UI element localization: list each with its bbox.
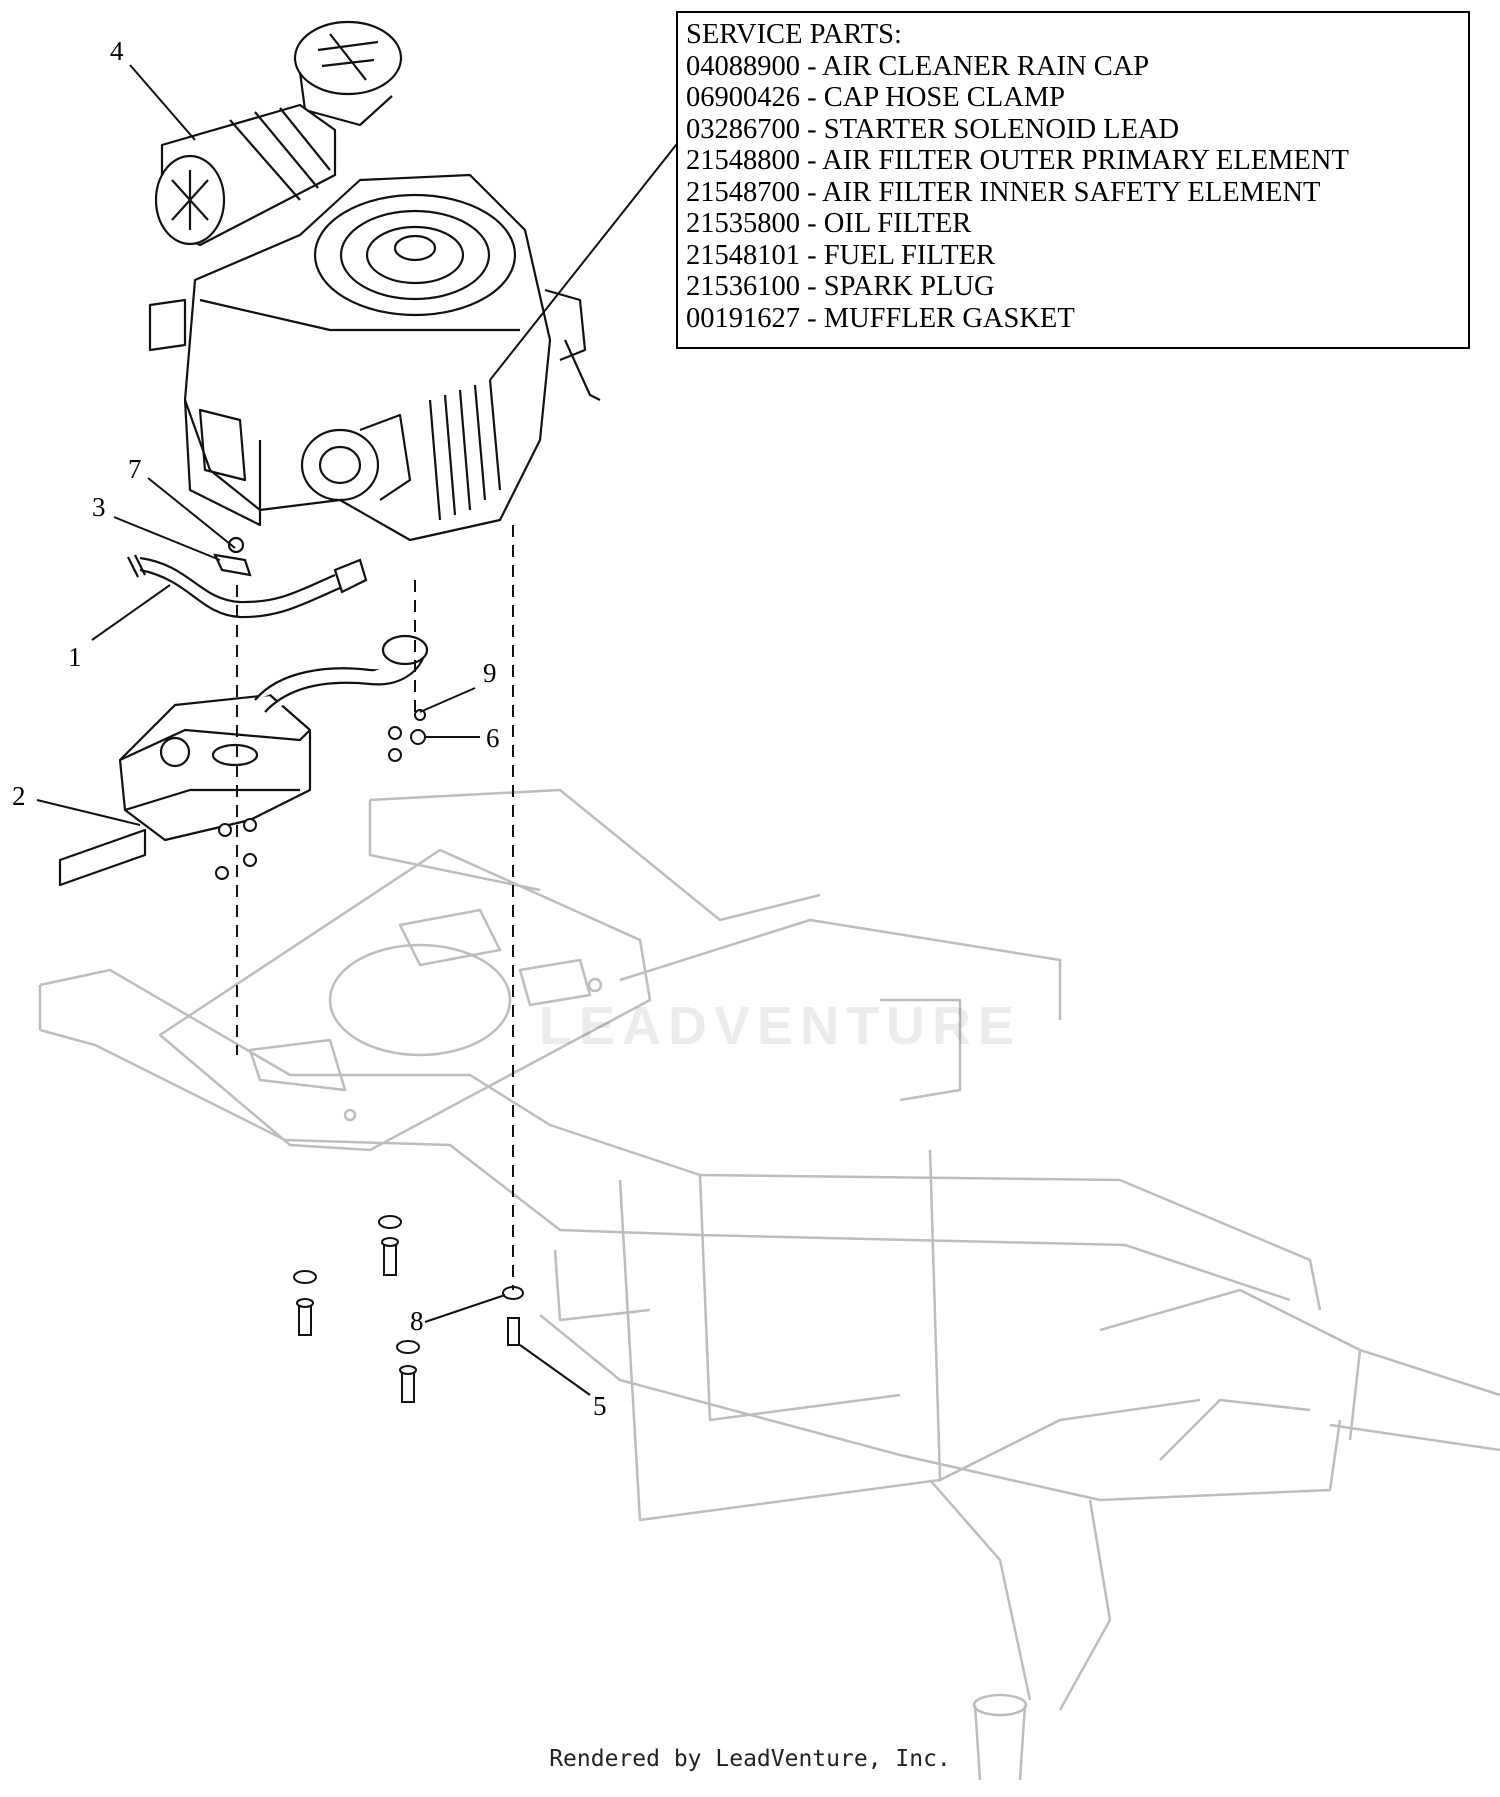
callout-labels: 1 2 3 4 5 6 7 8 9 (12, 36, 607, 1421)
hardware (215, 709, 524, 1403)
watermark-text: LEADVENTURE (538, 996, 1022, 1056)
frame (38, 788, 1500, 1781)
callout-3: 3 (92, 492, 106, 522)
alignment-lines (236, 525, 514, 1290)
service-parts-title: SERVICE PARTS: (686, 19, 902, 50)
engine (148, 20, 601, 542)
service-part-item: 04088900 - AIR CLEANER RAIN CAP (686, 50, 1150, 82)
footer-credit: Rendered by LeadVenture, Inc. (549, 1746, 951, 1772)
service-part-item: 21536100 - SPARK PLUG (686, 271, 995, 302)
service-part-item: 06900426 - CAP HOSE CLAMP (686, 82, 1065, 113)
service-part-item: 21548700 - AIR FILTER INNER SAFETY ELEME… (686, 176, 1321, 208)
service-part-item: 21535800 - OIL FILTER (686, 208, 972, 239)
service-part-item: 00191627 - MUFFLER GASKET (686, 302, 1075, 334)
callout-6: 6 (486, 723, 500, 753)
callout-5: 5 (593, 1391, 607, 1421)
service-part-item: 21548101 - FUEL FILTER (686, 239, 996, 271)
callout-4: 4 (110, 36, 124, 66)
service-parts-box: SERVICE PARTS: 04088900 - AIR CLEANER RA… (676, 11, 1470, 349)
fuel-line (127, 554, 368, 619)
callout-9: 9 (483, 658, 497, 688)
service-part-item: 03286700 - STARTER SOLENOID LEAD (686, 113, 1180, 145)
service-part-item: 21548800 - AIR FILTER OUTER PRIMARY ELEM… (686, 145, 1349, 176)
callout-2: 2 (12, 781, 26, 811)
callout-1: 1 (68, 642, 82, 672)
callout-8: 8 (410, 1306, 424, 1336)
leader-lines (36, 64, 681, 1396)
callout-7: 7 (128, 454, 142, 484)
muffler (58, 634, 429, 887)
clamp (213, 536, 252, 577)
